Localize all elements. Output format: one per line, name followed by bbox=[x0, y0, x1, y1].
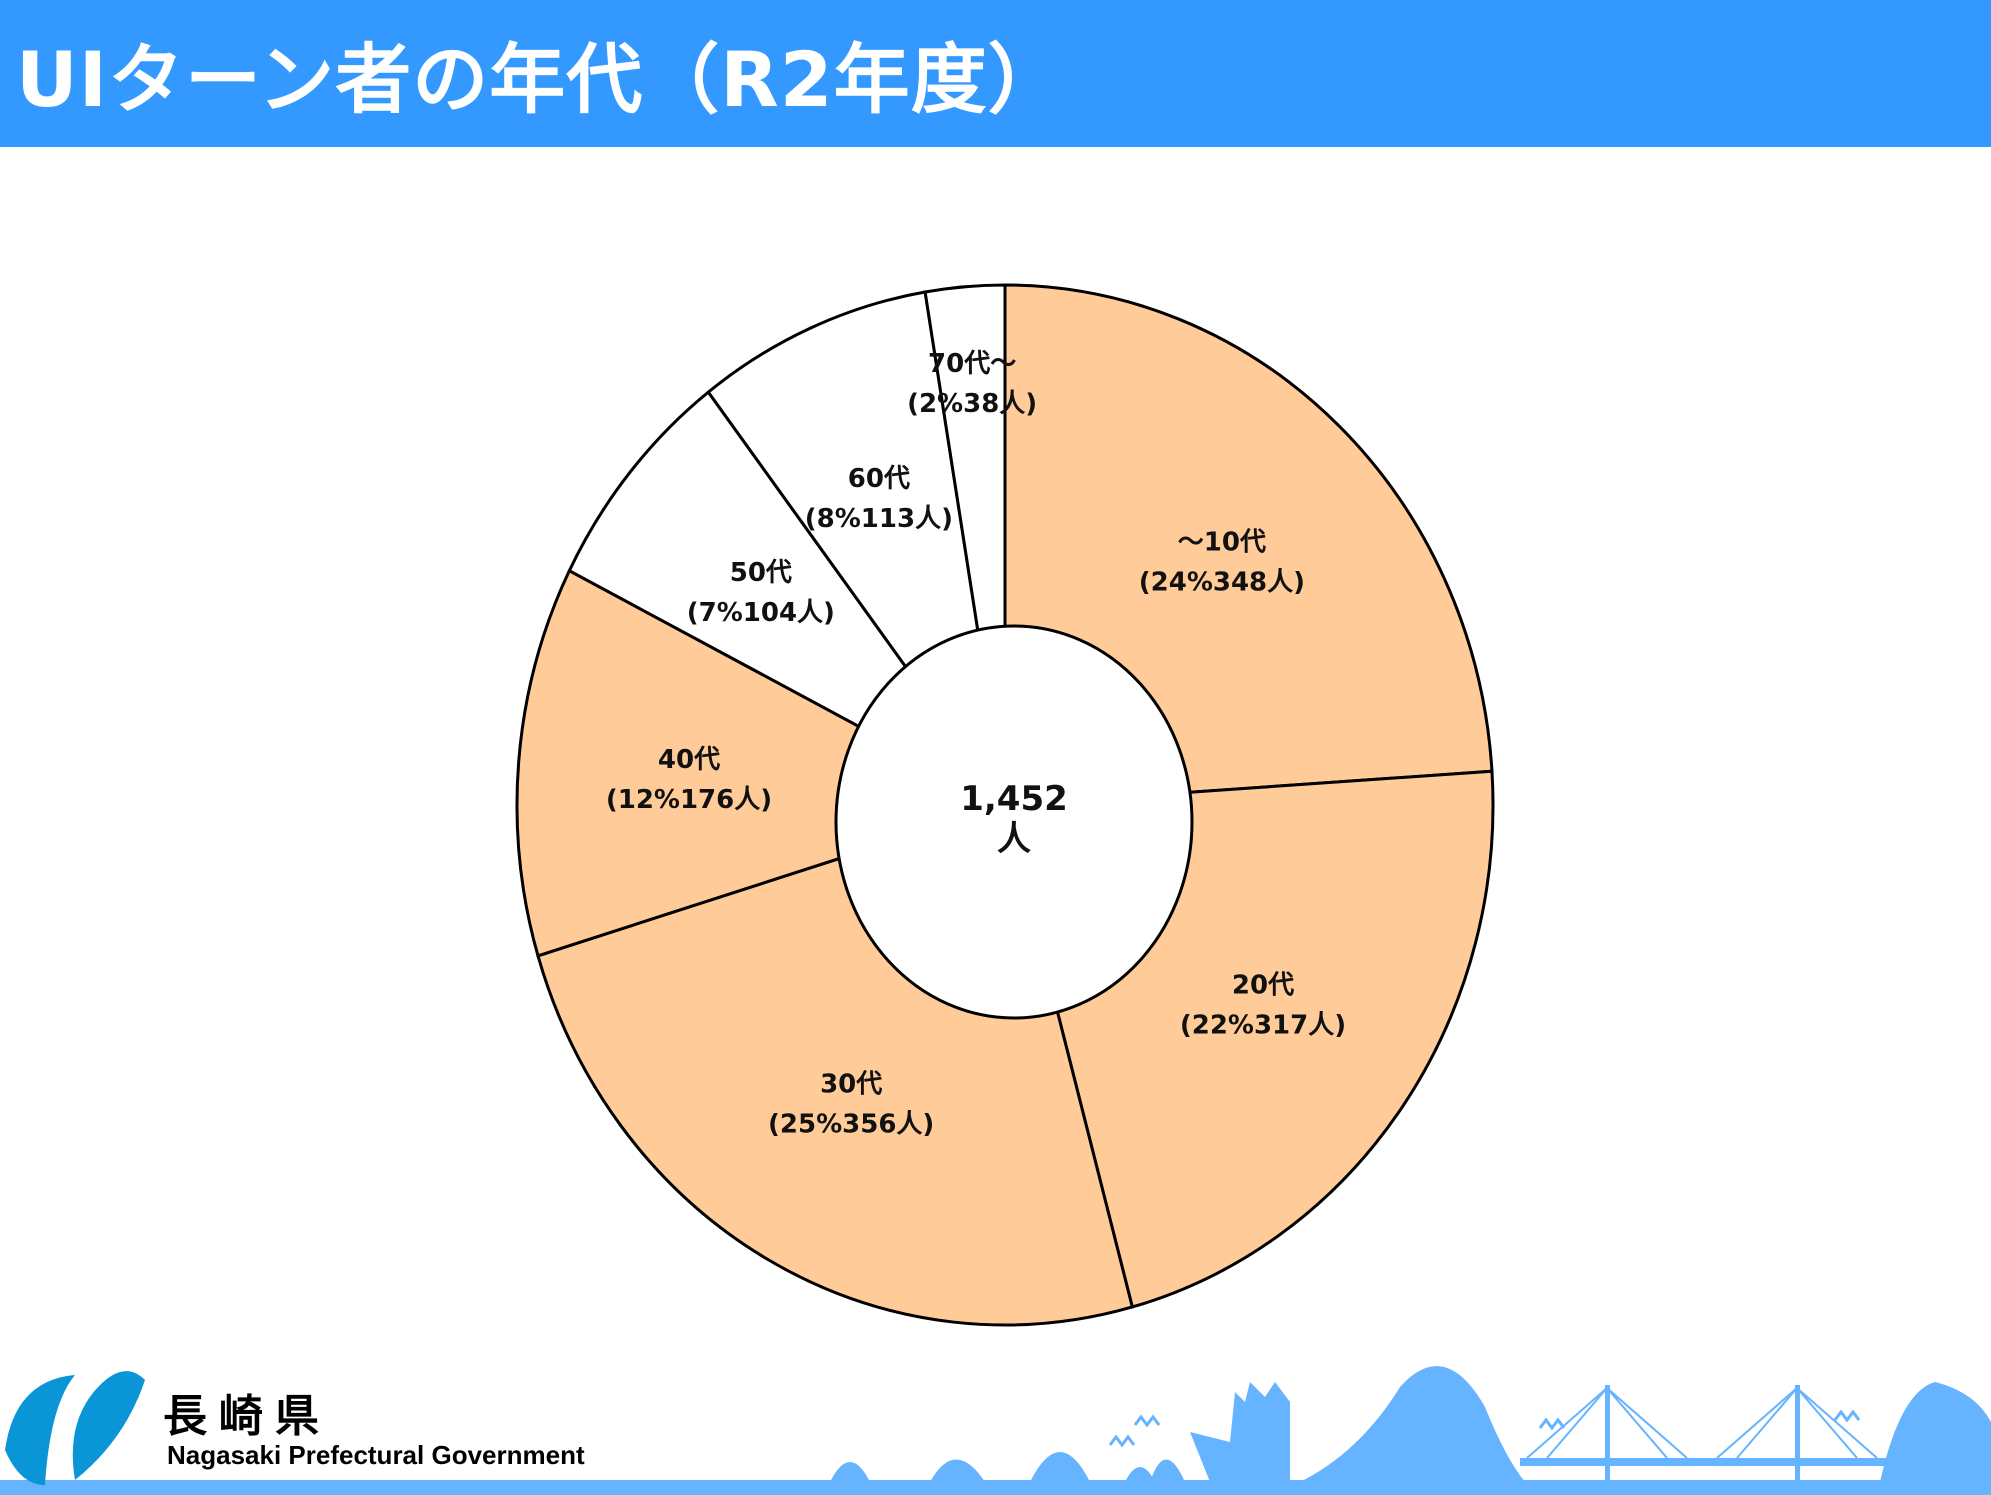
slice-label: 60代 bbox=[848, 464, 910, 494]
org-name-jp: 長崎県 bbox=[163, 1391, 331, 1442]
slice-value-label: (25%356人) bbox=[768, 1110, 934, 1140]
nagasaki-logo bbox=[5, 1371, 145, 1485]
title-bar: UIターン者の年代（R2年度） bbox=[0, 0, 1991, 147]
slice-label: 50代 bbox=[730, 558, 792, 588]
slice-value-label: (2%38人) bbox=[907, 389, 1037, 419]
slice-label: ～10代 bbox=[1178, 527, 1266, 557]
total-unit: 人 bbox=[997, 819, 1031, 859]
slice-label: 20代 bbox=[1232, 971, 1294, 1001]
slice-value-label: (7%104人) bbox=[687, 598, 835, 628]
slice-3 bbox=[515, 568, 1009, 958]
slice-label: 40代 bbox=[658, 745, 720, 775]
total-value: 1,452 bbox=[960, 779, 1068, 819]
org-name-en: Nagasaki Prefectural Government bbox=[167, 1440, 585, 1470]
slice-label: 70代～ bbox=[928, 349, 1016, 379]
donut-hole bbox=[834, 624, 1194, 1020]
page-title: UIターン者の年代（R2年度） bbox=[16, 35, 1065, 124]
slice-value-label: (24%348人) bbox=[1139, 567, 1305, 597]
slice-label: 30代 bbox=[820, 1070, 882, 1100]
slice-value-label: (12%176人) bbox=[606, 785, 772, 815]
skyline-decoration bbox=[0, 1366, 1991, 1495]
slice-value-label: (8%113人) bbox=[805, 504, 953, 534]
slice-value-label: (22%317人) bbox=[1180, 1011, 1346, 1041]
